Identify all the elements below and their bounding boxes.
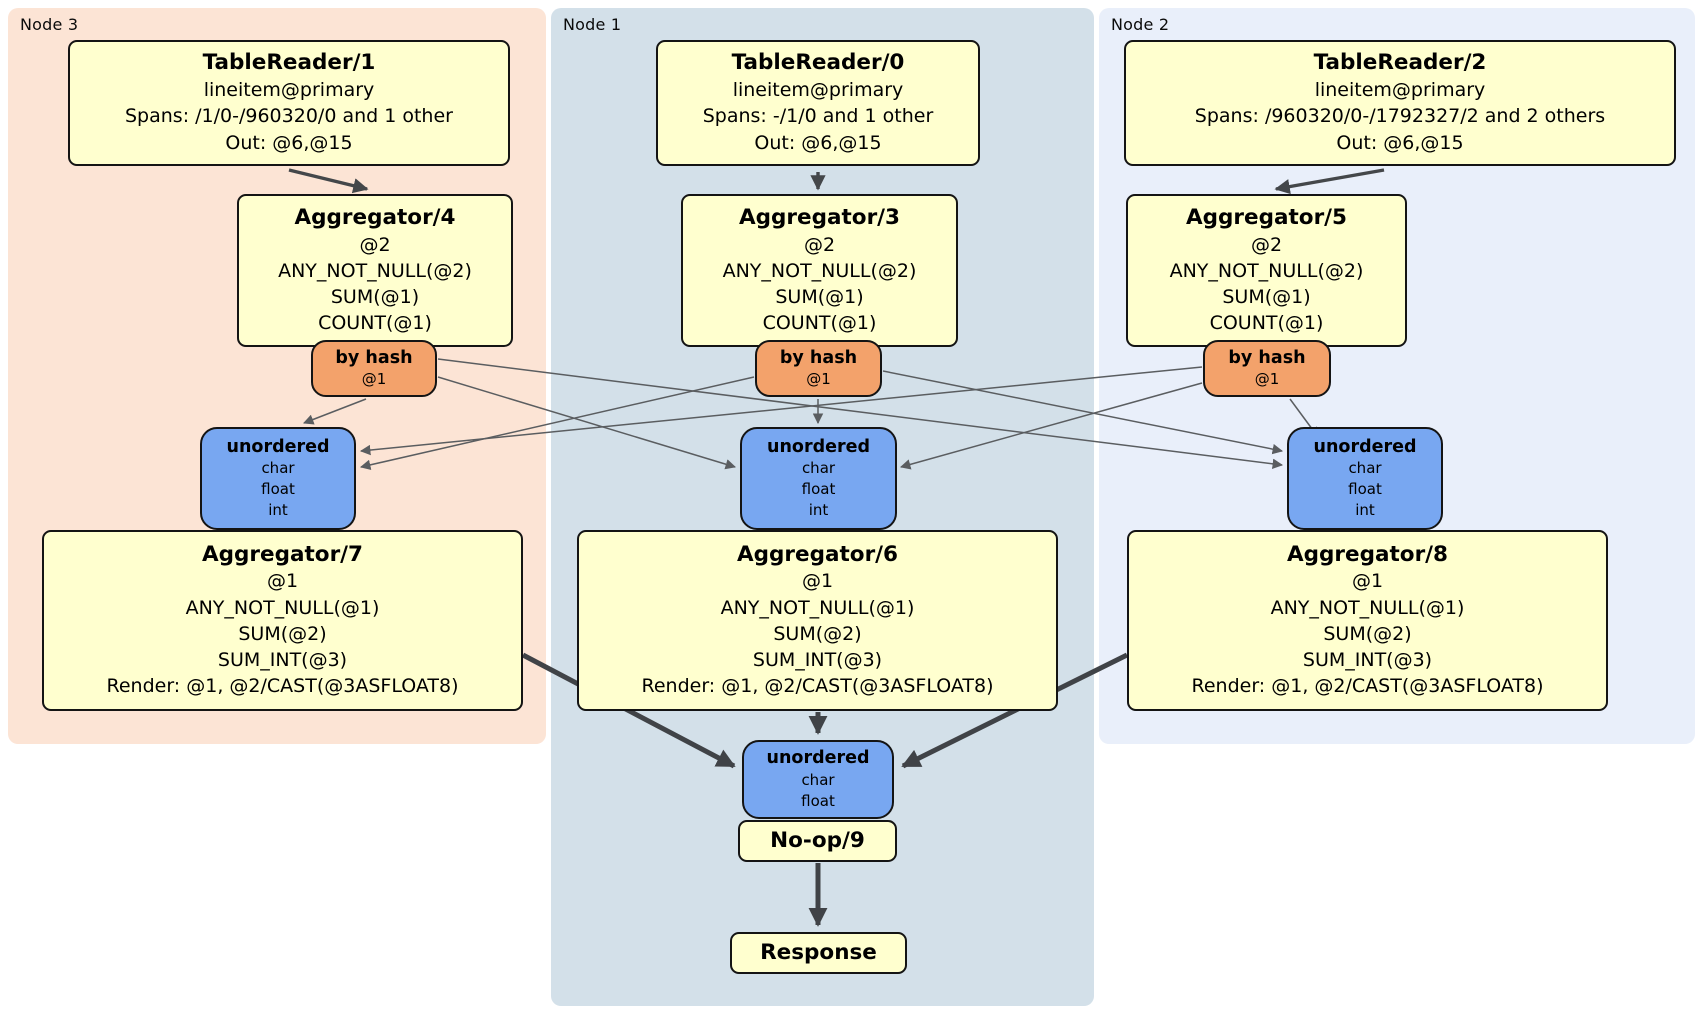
node1-label: Node 1 <box>563 15 622 34</box>
processor-tablereader-1: TableReader/1 lineitem@primary Spans: /1… <box>68 40 510 166</box>
processor-index: lineitem@primary <box>1314 79 1486 102</box>
edge-hash3-to-unordered2 <box>437 358 1284 470</box>
edge-hash1-to-unordered2 <box>882 370 1284 455</box>
stream-type: char <box>801 770 835 789</box>
router-columns: @1 <box>806 369 831 388</box>
router-columns: @1 <box>361 369 387 388</box>
processor-aggregator-5: Aggregator/5 @2 ANY_NOT_NULL(@2) SUM(@1)… <box>1126 194 1407 347</box>
processor-aggregator-3: Aggregator/3 @2 ANY_NOT_NULL(@2) SUM(@1)… <box>681 194 958 347</box>
processor-title: Response <box>760 940 877 966</box>
processor-title: Aggregator/8 <box>1287 541 1448 567</box>
agg-func: ANY_NOT_NULL(@1) <box>720 596 915 619</box>
agg-func: SUM(@1) <box>1222 285 1311 308</box>
agg-func: COUNT(@1) <box>318 312 432 335</box>
agg-func: SUM_INT(@3) <box>1302 649 1433 672</box>
router-title: by hash <box>1228 347 1306 368</box>
agg-groupcols: @2 <box>1250 233 1283 256</box>
stream-type: int <box>808 501 829 520</box>
agg-groupcols: @1 <box>266 570 299 593</box>
stream-type: int <box>268 501 288 520</box>
processor-title: Aggregator/5 <box>1186 204 1347 230</box>
agg-func: SUM_INT(@3) <box>217 649 348 672</box>
response-node: Response <box>730 932 907 974</box>
processor-aggregator-4: Aggregator/4 @2 ANY_NOT_NULL(@2) SUM(@1)… <box>237 194 513 347</box>
processor-spans: Spans: -/1/0 and 1 other <box>702 105 934 128</box>
node2-label: Node 2 <box>1111 15 1170 34</box>
router-by-hash-node2: by hash @1 <box>1203 340 1331 397</box>
agg-func: ANY_NOT_NULL(@2) <box>278 259 472 282</box>
processor-title: Aggregator/6 <box>737 541 898 567</box>
router-by-hash-node3: by hash @1 <box>311 340 437 397</box>
edge-hash2-to-unordered1 <box>899 382 1203 470</box>
agg-func: SUM(@1) <box>330 285 420 308</box>
stream-unordered-node1: unordered char float int <box>740 427 897 530</box>
stream-title: unordered <box>766 748 870 769</box>
agg-groupcols: @1 <box>1351 570 1384 593</box>
agg-func: SUM(@2) <box>238 622 327 645</box>
processor-title: Aggregator/3 <box>739 204 900 230</box>
edge-hash1-to-unordered3 <box>359 376 755 471</box>
stream-type: char <box>801 459 836 478</box>
processor-title: Aggregator/7 <box>202 541 363 567</box>
processor-title: No-op/9 <box>770 828 865 854</box>
processor-out: Out: @6,@15 <box>1336 131 1464 154</box>
processor-title: TableReader/1 <box>202 50 376 76</box>
edge-hash3-to-unordered1 <box>437 376 737 470</box>
processor-noop-9: No-op/9 <box>738 820 897 862</box>
stream-title: unordered <box>767 436 870 457</box>
agg-func: ANY_NOT_NULL(@1) <box>185 596 380 619</box>
stream-type: float <box>261 480 295 499</box>
processor-out: Out: @6,@15 <box>754 131 882 154</box>
processor-title: TableReader/2 <box>1313 50 1487 76</box>
edge-tablereader2-to-aggregator5 <box>1274 168 1385 195</box>
processor-spans: Spans: /1/0-/960320/0 and 1 other <box>125 105 453 128</box>
processor-title: Aggregator/4 <box>294 204 456 230</box>
processor-title: TableReader/0 <box>731 50 905 76</box>
router-title: by hash <box>779 347 858 368</box>
stream-unordered-final: unordered char float <box>742 740 894 819</box>
stream-type: float <box>801 480 836 499</box>
processor-tablereader-2: TableReader/2 lineitem@primary Spans: /9… <box>1124 40 1676 166</box>
agg-func: SUM(@1) <box>775 285 864 308</box>
stream-title: unordered <box>226 436 330 457</box>
router-columns: @1 <box>1254 369 1280 388</box>
stream-type: float <box>1348 480 1382 499</box>
node3-label: Node 3 <box>20 15 79 34</box>
stream-type: int <box>1355 501 1375 520</box>
agg-func: COUNT(@1) <box>1209 312 1324 335</box>
processor-out: Out: @6,@15 <box>225 131 353 154</box>
processor-index: lineitem@primary <box>732 79 904 102</box>
processor-aggregator-8: Aggregator/8 @1 ANY_NOT_NULL(@1) SUM(@2)… <box>1127 530 1608 711</box>
stream-type: char <box>261 459 295 478</box>
agg-render: Render: @1, @2/CAST(@3ASFLOAT8) <box>1191 675 1544 698</box>
processor-tablereader-0: TableReader/0 lineitem@primary Spans: -/… <box>656 40 980 166</box>
processor-aggregator-7: Aggregator/7 @1 ANY_NOT_NULL(@1) SUM(@2)… <box>42 530 523 711</box>
edge-hash3-to-unordered3 <box>303 398 367 425</box>
agg-render: Render: @1, @2/CAST(@3ASFLOAT8) <box>106 675 459 698</box>
agg-groupcols: @1 <box>801 570 834 593</box>
stream-unordered-node2: unordered char float int <box>1287 427 1443 530</box>
stream-unordered-node3: unordered char float int <box>200 427 356 530</box>
stream-type: char <box>1348 459 1382 478</box>
router-by-hash-node1: by hash @1 <box>755 340 882 397</box>
agg-func: SUM_INT(@3) <box>752 649 883 672</box>
agg-func: ANY_NOT_NULL(@2) <box>722 259 917 282</box>
edge-hash2-to-unordered3 <box>359 366 1203 456</box>
stream-type: float <box>801 791 835 810</box>
agg-func: ANY_NOT_NULL(@1) <box>1270 596 1465 619</box>
edge-tablereader1-to-aggregator4 <box>288 168 369 194</box>
agg-groupcols: @2 <box>359 233 391 256</box>
processor-spans: Spans: /960320/0-/1792327/2 and 2 others <box>1194 105 1606 128</box>
agg-render: Render: @1, @2/CAST(@3ASFLOAT8) <box>641 675 994 698</box>
agg-func: SUM(@2) <box>773 622 862 645</box>
stream-title: unordered <box>1313 436 1417 457</box>
router-title: by hash <box>335 347 413 368</box>
agg-groupcols: @2 <box>803 233 836 256</box>
agg-func: COUNT(@1) <box>762 312 877 335</box>
processor-aggregator-6: Aggregator/6 @1 ANY_NOT_NULL(@1) SUM(@2)… <box>577 530 1058 711</box>
processor-index: lineitem@primary <box>203 79 375 102</box>
agg-func: ANY_NOT_NULL(@2) <box>1169 259 1364 282</box>
agg-func: SUM(@2) <box>1323 622 1412 645</box>
